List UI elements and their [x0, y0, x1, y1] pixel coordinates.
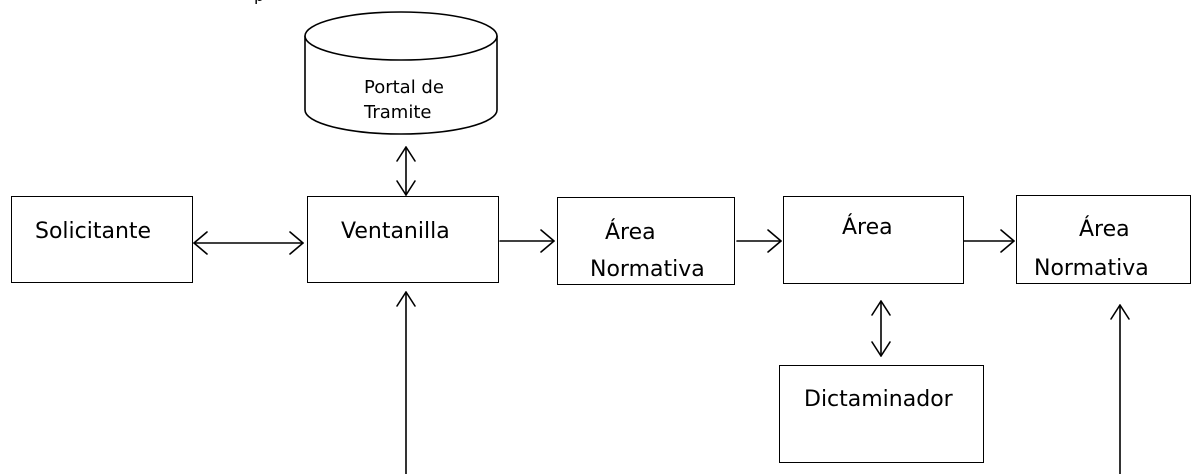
area-node: [783, 196, 964, 284]
portal-label-line1: Portal de: [364, 77, 444, 98]
arrow-ventanilla-area-normativa-1: [499, 229, 555, 253]
area-normativa-1-node: [557, 197, 735, 285]
arrow-area-area-normativa-2: [963, 229, 1015, 253]
arrow-area-dictaminador: [871, 300, 891, 357]
arrow-bottom-area-normativa-2: [1110, 304, 1130, 474]
area-normativa-1-label-line2: Normativa: [590, 257, 705, 282]
dictaminador-node: [779, 365, 984, 463]
dictaminador-label: Dictaminador: [804, 387, 953, 412]
arrow-ventanilla-portal: [396, 146, 416, 196]
area-normativa-2-node: [1016, 195, 1191, 284]
arrow-solicitante-ventanilla: [193, 231, 304, 255]
arrow-area-normativa-1-area: [736, 229, 782, 253]
solicitante-label: Solicitante: [35, 219, 152, 244]
solicitante-node: [11, 196, 193, 283]
area-label: Área: [842, 215, 893, 240]
area-normativa-2-label-line2: Normativa: [1034, 256, 1149, 281]
cropped-header-text: p: [254, 0, 284, 4]
area-normativa-1-label-line1: Área: [605, 220, 656, 245]
portal-label-line2: Tramite: [364, 102, 432, 123]
portal-cylinder-shape: [304, 11, 498, 135]
arrow-bottom-ventanilla: [396, 291, 416, 474]
ventanilla-label: Ventanilla: [341, 219, 450, 244]
ventanilla-node: [307, 196, 499, 283]
area-normativa-2-label-line1: Área: [1079, 217, 1130, 242]
